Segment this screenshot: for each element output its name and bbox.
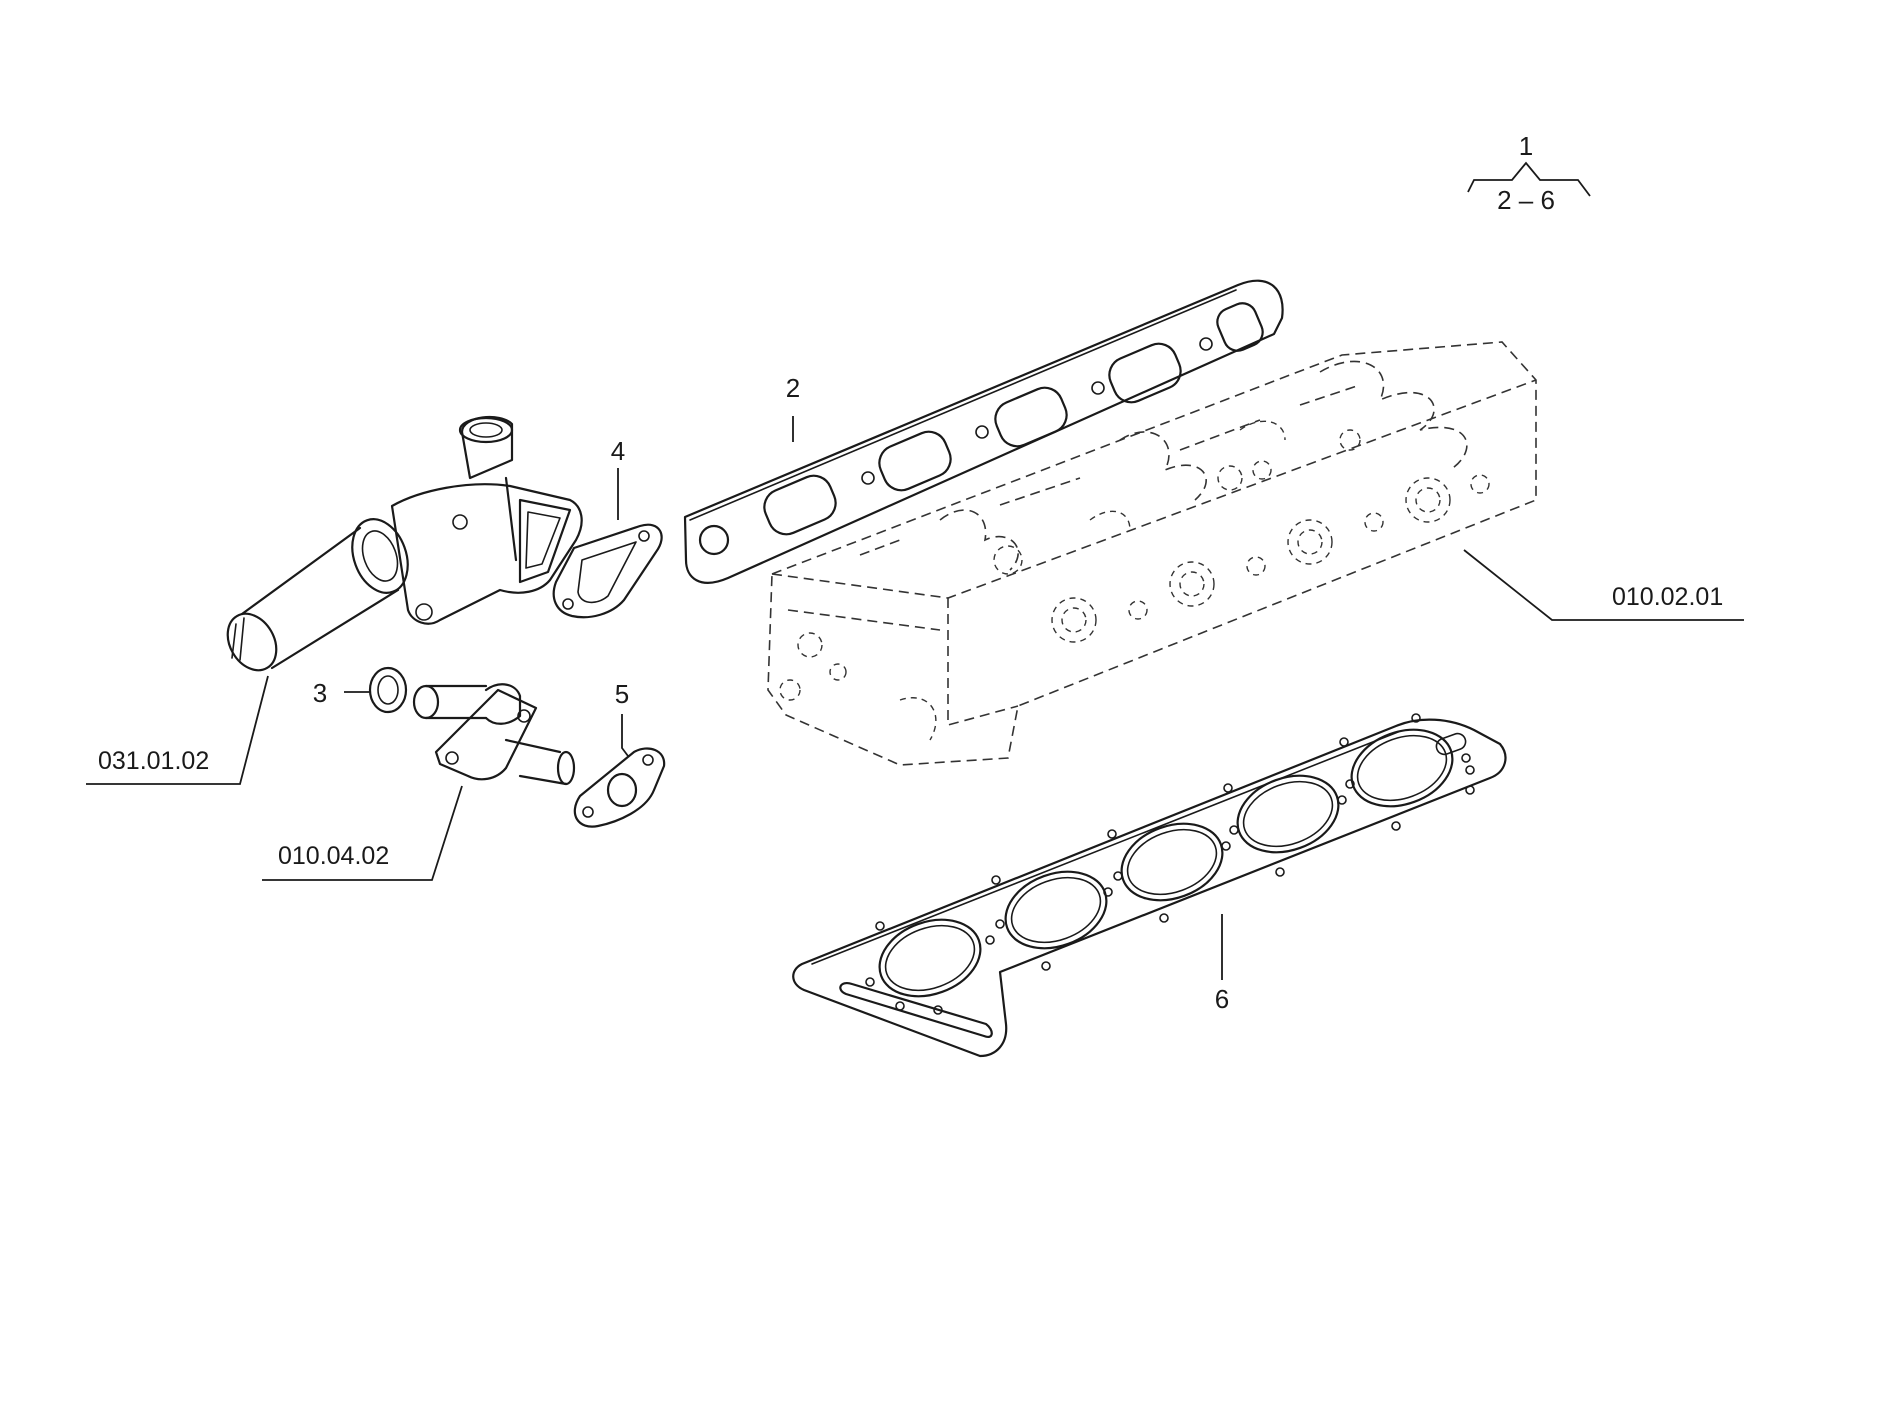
bracket-top-label: 1 <box>1519 131 1533 161</box>
seal-ring-drawing <box>368 666 408 714</box>
head-gasket-drawing <box>792 713 1507 1058</box>
thermostat-housing-drawing <box>226 416 583 672</box>
ref-cylinder-head-label: 010.02.01 <box>1612 583 1723 611</box>
cylinder-head-drawing <box>767 341 1537 766</box>
callout-4: 4 <box>611 436 625 466</box>
callout-5: 5 <box>615 679 629 709</box>
water-pipe-flange-drawing <box>412 683 576 786</box>
bracket-bottom-label: 2 – 6 <box>1497 185 1555 215</box>
labels: 2 4 3 5 6 010.02.01 031.01.02 010.04.02 <box>98 373 1723 1014</box>
small-gasket-drawing <box>573 747 666 828</box>
callout-3: 3 <box>313 678 327 708</box>
ref-water-pipe-label: 010.04.02 <box>278 842 389 870</box>
callout-2: 2 <box>786 373 800 403</box>
bracket-line <box>1467 161 1591 197</box>
flange-gasket-drawing <box>552 523 663 619</box>
bolt-holes <box>865 713 1475 1015</box>
callout-6: 6 <box>1215 984 1229 1014</box>
manifold-gasket-drawing <box>683 279 1284 584</box>
group-bracket: 1 2 – 6 <box>1467 131 1591 215</box>
leader-lines <box>86 416 1744 980</box>
ref-thermostat-housing-label: 031.01.02 <box>98 747 209 775</box>
